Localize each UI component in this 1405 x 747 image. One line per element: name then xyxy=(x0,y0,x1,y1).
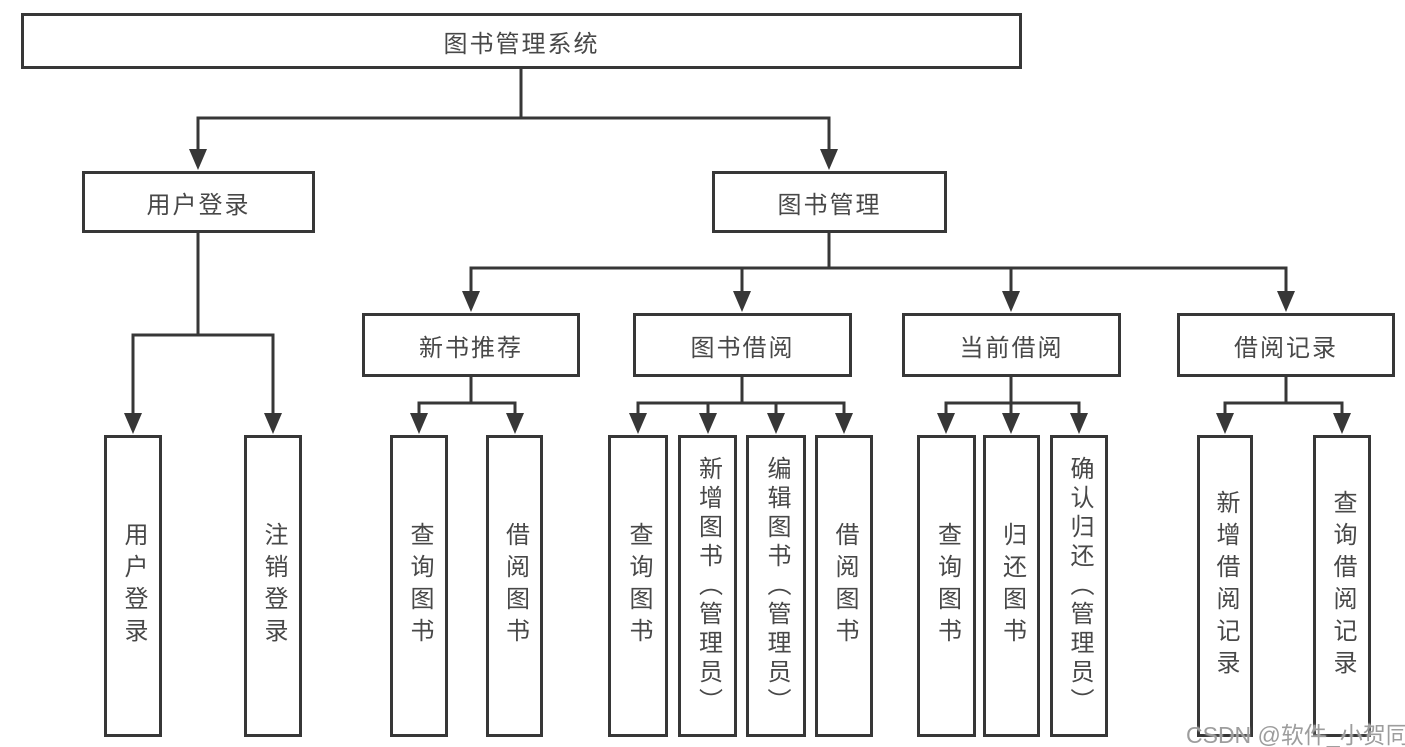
leaf-borrowing-borrow-books-label: 借阅图书 xyxy=(831,522,858,650)
node-new-book-recommend: 新书推荐 xyxy=(362,313,580,377)
leaf-return-books-label: 归还图书 xyxy=(998,522,1026,650)
node-user-login: 用户登录 xyxy=(82,171,315,233)
leaf-add-books-admin: 新增图书（管理员） xyxy=(678,435,737,737)
leaf-current-query-books: 查询图书 xyxy=(917,435,976,737)
leaf-recommend-query-books-label: 查询图书 xyxy=(406,522,433,650)
watermark: CSDN @软件_小贺同学 xyxy=(1186,722,1405,747)
node-library-system: 图书管理系统 xyxy=(21,13,1022,69)
leaf-confirm-return-admin: 确认归还（管理员） xyxy=(1050,435,1108,737)
leaf-logout: 注销登录 xyxy=(244,435,302,737)
leaf-confirm-return-admin-label: 确认归还（管理员） xyxy=(1066,455,1093,717)
leaf-query-borrow-record: 查询借阅记录 xyxy=(1313,435,1371,737)
leaf-recommend-borrow-books-label: 借阅图书 xyxy=(501,522,529,650)
leaf-add-books-admin-label: 新增图书（管理员） xyxy=(694,455,722,717)
node-book-borrowing: 图书借阅 xyxy=(633,313,852,377)
node-borrowing-records: 借阅记录 xyxy=(1177,313,1395,377)
node-borrowing-records-label: 借阅记录 xyxy=(1234,334,1338,362)
leaf-recommend-borrow-books: 借阅图书 xyxy=(486,435,543,737)
node-new-book-recommend-label: 新书推荐 xyxy=(419,334,523,362)
leaf-recommend-query-books: 查询图书 xyxy=(390,435,448,737)
leaf-logout-label: 注销登录 xyxy=(260,522,287,650)
leaf-edit-books-admin-label: 编辑图书（管理员） xyxy=(763,455,790,717)
connector-paths xyxy=(131,69,1344,416)
node-current-borrowing-label: 当前借阅 xyxy=(959,334,1064,362)
leaf-add-borrow-record: 新增借阅记录 xyxy=(1197,435,1253,737)
leaf-user-login-label: 用户登录 xyxy=(120,522,147,650)
node-book-borrowing-label: 图书借阅 xyxy=(690,334,795,362)
leaf-query-borrow-record-label: 查询借阅记录 xyxy=(1329,490,1356,682)
leaf-borrowing-query-books-label: 查询图书 xyxy=(625,522,652,650)
leaf-edit-books-admin: 编辑图书（管理员） xyxy=(746,435,806,737)
arrowheads xyxy=(124,149,1351,434)
leaf-user-login: 用户登录 xyxy=(104,435,162,737)
node-library-system-label: 图书管理系统 xyxy=(443,30,600,58)
leaf-add-borrow-record-label: 新增借阅记录 xyxy=(1212,490,1239,682)
node-user-login-label: 用户登录 xyxy=(146,191,251,219)
node-current-borrowing: 当前借阅 xyxy=(902,313,1121,377)
leaf-return-books: 归还图书 xyxy=(983,435,1040,737)
node-book-management-label: 图书管理 xyxy=(777,191,882,219)
leaf-borrowing-query-books: 查询图书 xyxy=(608,435,668,737)
leaf-borrowing-borrow-books: 借阅图书 xyxy=(815,435,873,737)
node-book-management: 图书管理 xyxy=(712,171,947,233)
leaf-current-query-books-label: 查询图书 xyxy=(933,522,961,650)
